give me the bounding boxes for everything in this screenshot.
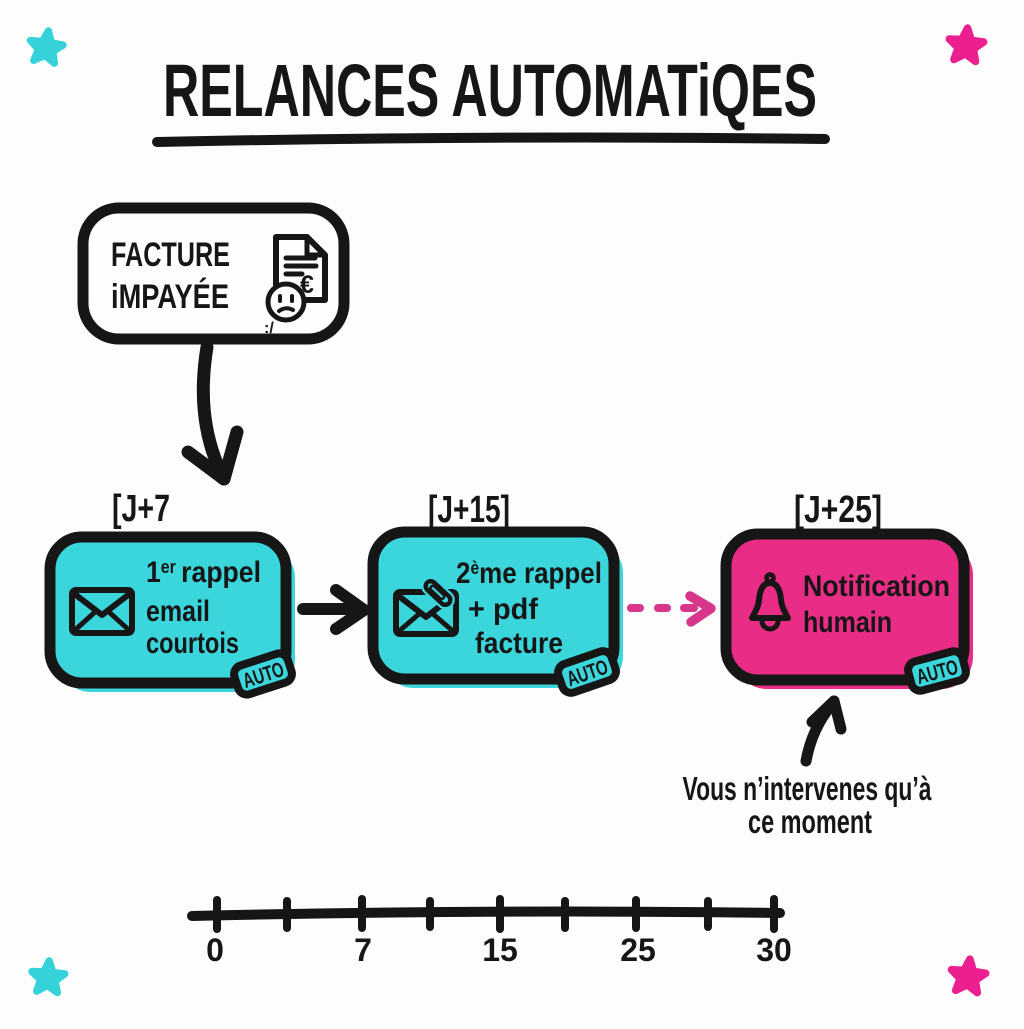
svg-text:30: 30 [756, 932, 792, 968]
svg-text:2ème rappel: 2ème rappel [456, 557, 602, 590]
svg-text:7: 7 [354, 932, 372, 968]
svg-text:25: 25 [620, 932, 656, 968]
svg-text:FACTURE: FACTURE [111, 236, 230, 274]
svg-text:facture: facture [475, 627, 563, 660]
svg-text:iMPAYÉE: iMPAYÉE [111, 278, 229, 316]
svg-text:Notification: Notification [803, 570, 950, 603]
svg-text:15: 15 [482, 932, 518, 968]
svg-text:Vous n’intervenes qu’à: Vous n’intervenes qu’à [683, 770, 932, 807]
svg-text:RELANCES AUTOMATiQES: RELANCES AUTOMATiQES [163, 49, 817, 132]
svg-text:ce moment: ce moment [748, 803, 872, 840]
svg-text:email: email [146, 595, 210, 628]
svg-text:+ pdf: + pdf [468, 593, 539, 626]
svg-text:0: 0 [206, 932, 224, 968]
svg-text:[J+7: [J+7 [112, 488, 170, 530]
svg-text::/: :/ [264, 320, 274, 337]
svg-text:[J+15]: [J+15] [428, 489, 510, 531]
svg-text:courtois: courtois [146, 627, 239, 660]
svg-text:humain: humain [803, 606, 892, 639]
svg-text:[J+25]: [J+25] [794, 489, 882, 531]
